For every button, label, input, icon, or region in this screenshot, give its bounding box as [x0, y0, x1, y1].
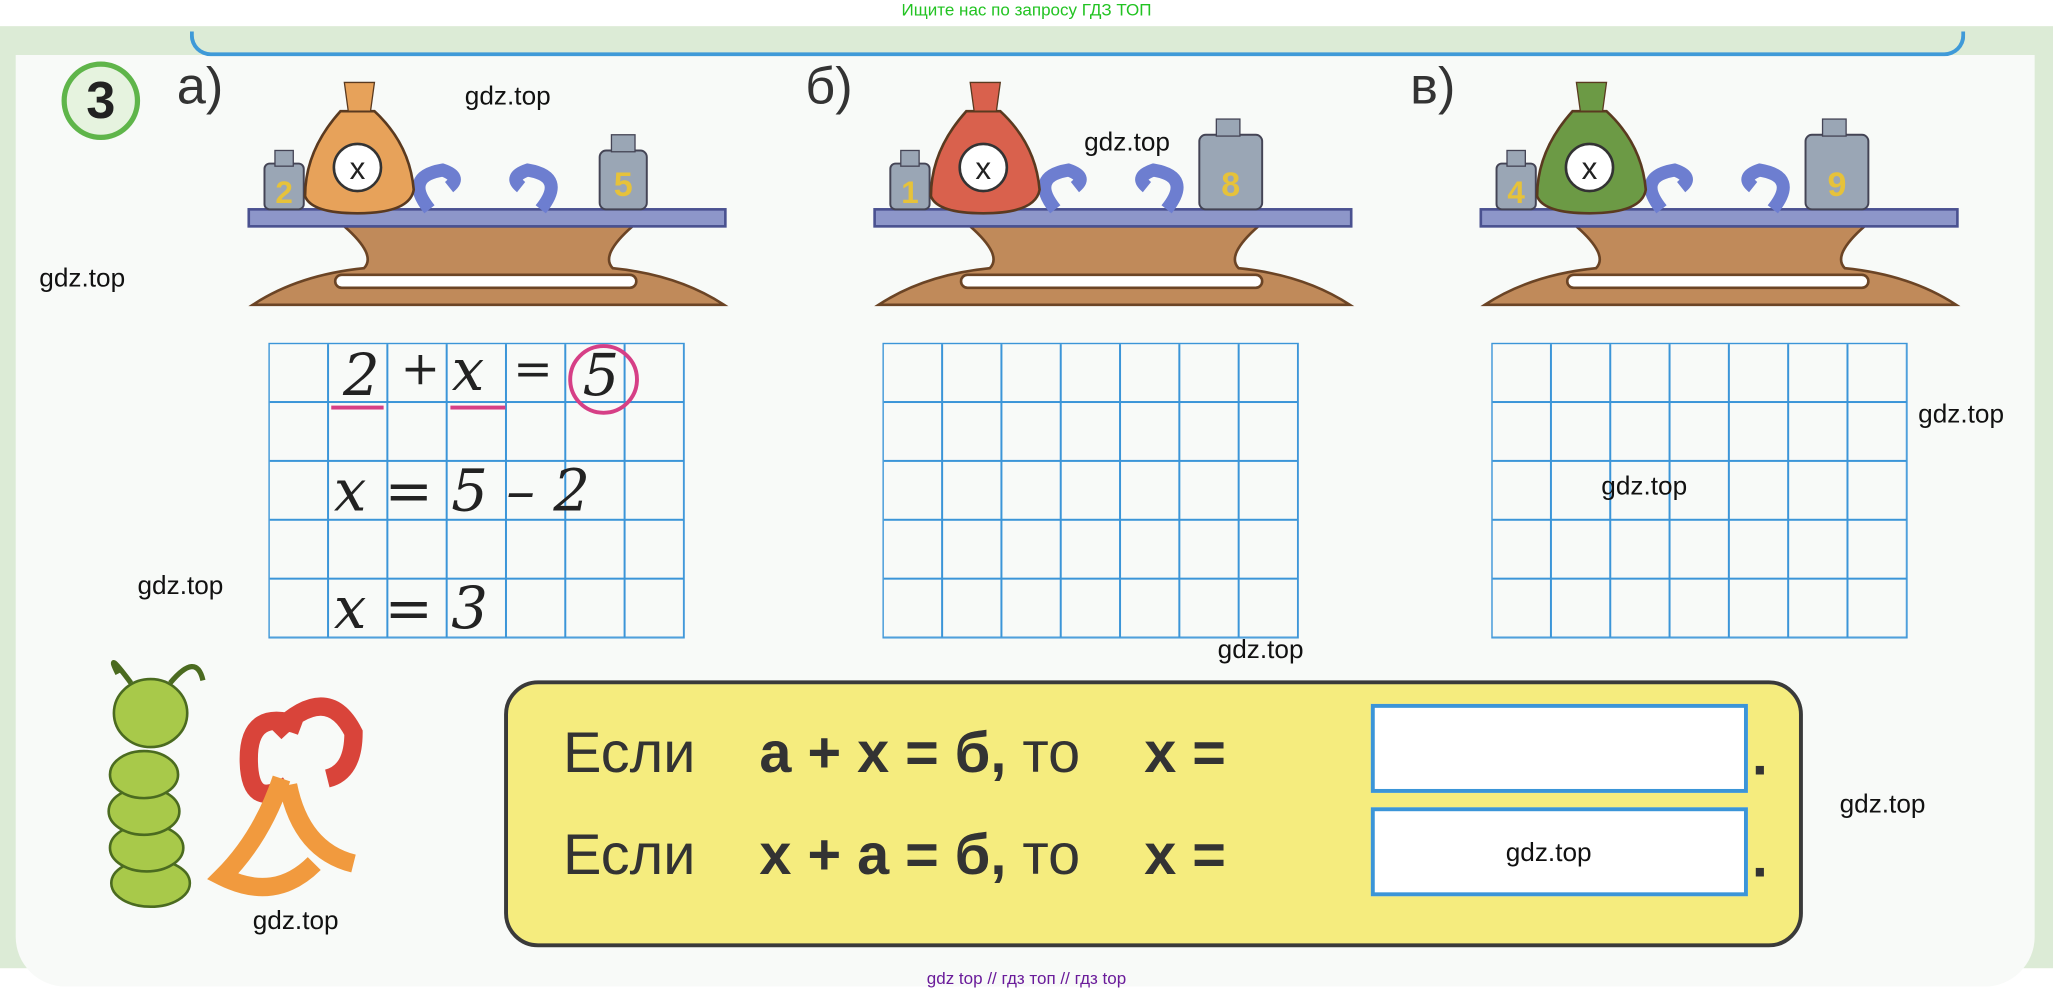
rule-then: то: [1022, 720, 1081, 786]
rule-expression: а + х = б,: [759, 720, 1007, 786]
left-weight-label: 1: [901, 175, 918, 210]
part-a-label: а): [176, 57, 224, 116]
scale-hook-icon: [1644, 163, 1693, 214]
watermark: gdz.top: [1084, 128, 1171, 158]
answer-input-1[interactable]: [1370, 703, 1748, 793]
rules-box: Если а + х = б, то х = Если х + а = б, т…: [504, 680, 1803, 948]
bag-label: x: [350, 151, 366, 186]
scale-hook-icon: [412, 163, 461, 214]
rule-x: х =: [1144, 720, 1226, 786]
hw-number-5: 5: [582, 342, 620, 410]
rule-row-2: Если х + а = б, то х =: [563, 823, 1226, 888]
scale-hook-icon: [1038, 163, 1087, 214]
balance-scale-c: 4 x 9: [1478, 72, 1962, 321]
answer-grid-c[interactable]: [1491, 342, 1908, 639]
rule-if: Если: [562, 822, 696, 888]
right-weight-label: 8: [1221, 166, 1240, 204]
left-weight-label: 4: [1507, 175, 1525, 210]
watermark: gdz.top: [1505, 838, 1592, 868]
rule-then: то: [1022, 822, 1081, 888]
scale-base: [874, 225, 1355, 307]
bag-label: x: [975, 151, 991, 186]
scale-hook-icon: [1741, 163, 1790, 214]
hw-line-3: x = 3: [333, 575, 488, 643]
caterpillar-and-letter-illustration: [107, 660, 363, 909]
hw-x: x: [451, 337, 485, 405]
scale-hook-icon: [509, 163, 558, 214]
answer-input-2[interactable]: [1370, 807, 1748, 897]
bottom-banner: gdz top // гдз топ // гдз top: [926, 968, 1127, 988]
watermark: gdz.top: [464, 82, 551, 112]
right-weight-label: 9: [1827, 166, 1846, 204]
answer-grid-b[interactable]: [882, 342, 1299, 639]
period: .: [1751, 723, 1768, 788]
watermark: gdz.top: [137, 571, 224, 601]
scale-tray: [1479, 208, 1959, 228]
top-banner: Ищите нас по запросу ГДЗ ТОП: [901, 0, 1152, 20]
hw-equals: =: [513, 342, 553, 397]
exercise-number: 3: [61, 61, 141, 140]
balance-scale-a: 2 x 5: [246, 72, 730, 321]
rule-if: Если: [562, 720, 696, 786]
rule-expression: х + а = б,: [759, 822, 1007, 888]
part-b-label: б): [805, 57, 853, 116]
divider-line: [189, 31, 1966, 57]
balance-scale-b: 1 x 8: [872, 72, 1356, 321]
watermark: gdz.top: [1918, 400, 2005, 430]
rule-row-1: Если а + х = б, то х =: [563, 721, 1226, 786]
hw-number-2: 2: [343, 342, 380, 410]
scale-base: [1480, 225, 1961, 307]
underline: [450, 405, 506, 410]
watermark: gdz.top: [252, 906, 339, 936]
watermark: gdz.top: [1217, 635, 1304, 665]
watermark: gdz.top: [1601, 472, 1688, 502]
hw-plus: +: [400, 342, 441, 397]
period: .: [1751, 825, 1768, 890]
right-weight-label: 5: [614, 166, 633, 204]
part-c-label: в): [1410, 57, 1456, 116]
circle-mark: [568, 344, 639, 415]
underline: [331, 405, 384, 410]
watermark: gdz.top: [1839, 790, 1926, 820]
scale-tray: [873, 208, 1353, 228]
watermark: gdz.top: [39, 264, 126, 294]
scale-base: [248, 225, 729, 307]
bag-label: x: [1582, 151, 1598, 186]
rule-x: х =: [1144, 822, 1226, 888]
hw-line-2: x = 5 – 2: [333, 457, 591, 525]
scale-tray: [247, 208, 727, 228]
left-weight-label: 2: [275, 175, 292, 210]
scale-hook-icon: [1135, 163, 1184, 214]
